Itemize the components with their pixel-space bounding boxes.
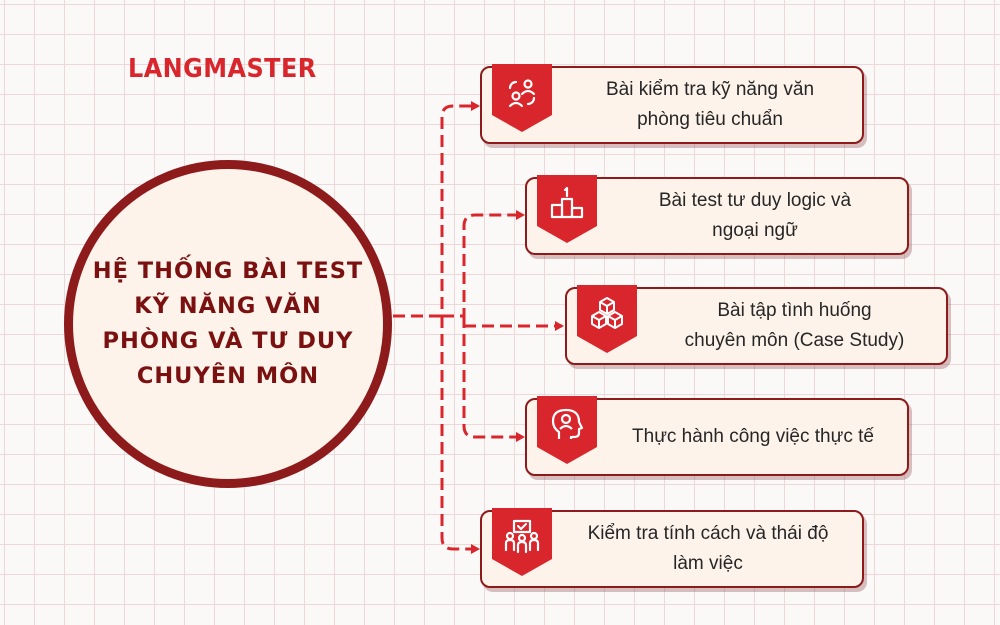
test-item-card-3: Bài tập tình huống chuyên môn (Case Stud… <box>565 285 948 365</box>
label-line: Thực hành công việc thực tế <box>632 426 874 447</box>
cubes-icon <box>577 285 637 353</box>
connector-branch-5 <box>440 316 480 554</box>
central-title-line: KỸ NĂNG VĂN <box>134 293 322 319</box>
test-item-card-4: Thực hành công việc thực tế <box>525 396 909 476</box>
label-line: Bài test tư duy logic và <box>658 190 852 211</box>
label-line: phòng tiêu chuẩn <box>637 109 783 130</box>
test-item-card-1: Bài kiểm tra kỹ năng văn phòng tiêu chuẩ… <box>480 64 864 144</box>
connector-branch-4 <box>462 316 525 442</box>
label-line: Bài tập tình huống <box>717 300 872 321</box>
test-item-label: Thực hành công việc thực tế <box>603 400 903 474</box>
central-title-line: PHÒNG VÀ TƯ DUY <box>102 328 354 354</box>
label-line: Kiểm tra tính cách và thái độ <box>587 523 829 544</box>
central-title-line: HỆ THỐNG BÀI TEST <box>92 258 364 284</box>
head-profile-icon <box>537 396 597 464</box>
label-line: chuyên môn (Case Study) <box>684 330 905 351</box>
test-item-card-2: Bài test tư duy logic và ngoại ngữ <box>525 175 909 255</box>
central-topic-title: HỆ THỐNG BÀI TEST KỸ NĂNG VĂN PHÒNG VÀ T… <box>83 254 373 394</box>
label-line: làm việc <box>673 553 743 574</box>
test-item-label: Bài test tư duy logic và ngoại ngữ <box>607 179 903 253</box>
test-item-label: Bài kiểm tra kỹ năng văn phòng tiêu chuẩ… <box>562 68 858 142</box>
label-line: ngoại ngữ <box>712 220 798 241</box>
label-line: Bài kiểm tra kỹ năng văn <box>605 79 815 100</box>
podium-icon <box>537 175 597 243</box>
central-topic-circle: HỆ THỐNG BÀI TEST KỸ NĂNG VĂN PHÒNG VÀ T… <box>64 160 392 488</box>
brand-logo: LANGMASTER <box>128 54 317 84</box>
connector-branch-2 <box>442 210 525 318</box>
test-item-label: Bài tập tình huống chuyên môn (Case Stud… <box>647 289 942 363</box>
test-item-label: Kiểm tra tính cách và thái độ làm việc <box>558 512 858 586</box>
central-title-line: CHUYÊN MÔN <box>136 363 320 389</box>
connector-branch-1 <box>431 101 480 318</box>
skills-exchange-icon <box>492 64 552 132</box>
team-check-icon <box>492 508 552 576</box>
test-item-card-5: Kiểm tra tính cách và thái độ làm việc <box>480 508 864 588</box>
